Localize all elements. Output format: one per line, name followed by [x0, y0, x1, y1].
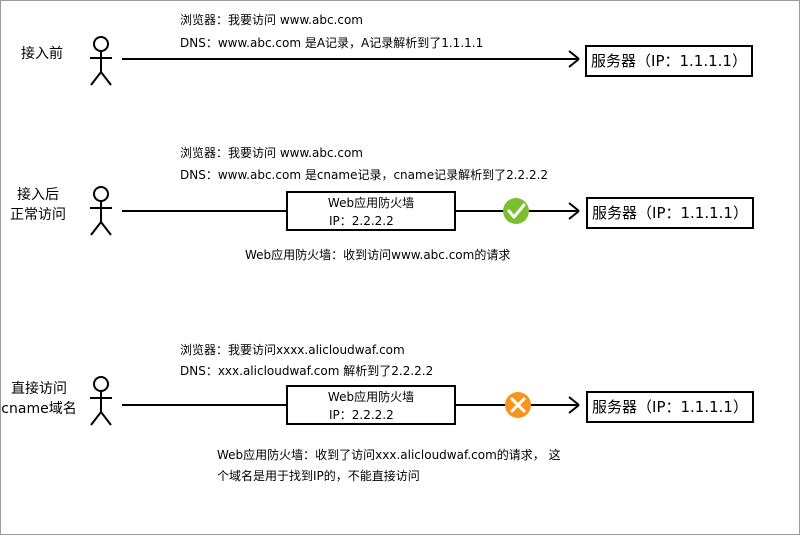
row-label: 接入前 — [9, 44, 75, 64]
browser-request-text: 浏览器：我要访问xxxx.alicloudwaf.com — [180, 343, 405, 357]
arrowhead-row3 — [568, 396, 580, 414]
check-circle-icon — [503, 198, 529, 224]
waf-name: Web应用防火墙 — [327, 196, 415, 210]
row-label: 直接访问 cname域名 — [1, 379, 77, 419]
row-label-line: 接入后 — [17, 187, 59, 203]
browser-request-text: 浏览器：我要访问 www.abc.com — [180, 13, 363, 27]
waf-note-line: 个域名是用于找到IP的，不能直接访问 — [217, 469, 420, 483]
server-box: 服务器（IP：1.1.1.1） — [586, 197, 754, 229]
arrowhead-row1 — [568, 50, 580, 68]
waf-ip: IP：2.2.2.2 — [329, 408, 394, 422]
waf-note-line: Web应用防火墙：收到访问www.abc.com的请求 — [245, 248, 511, 262]
user-icon-row3 — [90, 376, 112, 426]
x-circle-icon — [505, 392, 531, 418]
dns-resolution-text: DNS：www.abc.com 是A记录，A记录解析到了1.1.1.1 — [180, 36, 484, 50]
waf-ip: IP：2.2.2.2 — [329, 214, 394, 228]
arrowhead-row2 — [568, 202, 580, 220]
browser-request-text: 浏览器：我要访问 www.abc.com — [180, 146, 363, 160]
dns-resolution-text: DNS：www.abc.com 是cname记录，cname记录解析到了2.2.… — [180, 168, 549, 182]
waf-note-line: Web应用防火墙：收到了访问xxx.alicloudwaf.com的请求， 这 — [217, 448, 561, 462]
row-label-line: 接入前 — [21, 46, 63, 62]
row-label: 接入后 正常访问 — [1, 185, 75, 225]
user-icon-row2 — [90, 186, 112, 236]
waf-name: Web应用防火墙 — [327, 390, 415, 404]
row-label-line: cname域名 — [1, 401, 77, 417]
row-label-line: 直接访问 — [11, 381, 67, 397]
server-box: 服务器（IP：1.1.1.1） — [585, 45, 753, 77]
waf-box: Web应用防火墙 IP：2.2.2.2 — [286, 191, 456, 231]
server-box: 服务器（IP：1.1.1.1） — [586, 391, 754, 423]
waf-box: Web应用防火墙 IP：2.2.2.2 — [286, 385, 456, 425]
user-icon-row1 — [90, 36, 112, 86]
row-label-line: 正常访问 — [10, 207, 66, 223]
dns-resolution-text: DNS：xxx.alicloudwaf.com 解析到了2.2.2.2 — [180, 364, 434, 378]
